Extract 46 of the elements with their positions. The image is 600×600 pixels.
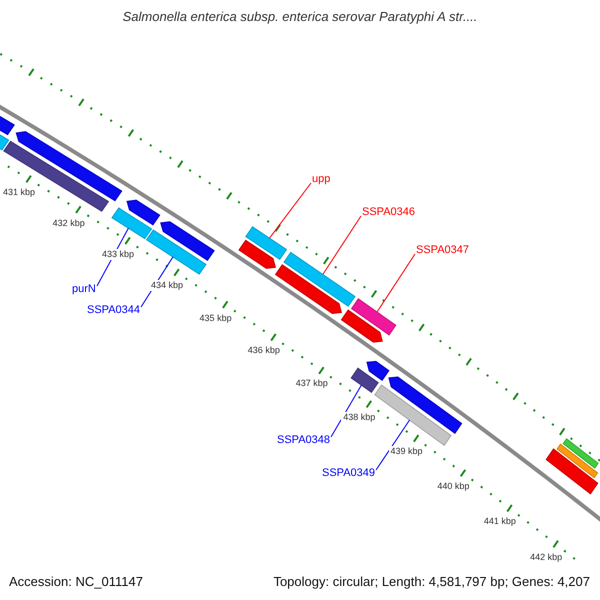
gene-bar [146, 229, 207, 275]
leader-line [376, 254, 416, 312]
accession-label: Accession: NC_011147 [9, 574, 143, 590]
gene-bar [556, 444, 598, 478]
gene-bar [546, 448, 598, 494]
gene-bar [340, 309, 383, 343]
scale-label: 438 kbp [341, 412, 378, 423]
gene-bar [3, 140, 110, 212]
gene-bar [366, 360, 390, 382]
scale-label: 435 kbp [198, 312, 234, 324]
gene-bar [160, 221, 215, 261]
gene-bar [350, 298, 396, 336]
gene-bar [126, 200, 160, 226]
gene-label: upp [312, 173, 330, 186]
scale-label: 432 kbp [50, 218, 87, 228]
gene-bar [562, 438, 599, 469]
scale-label: 440 kbp [435, 481, 472, 492]
scale-label: 439 kbp [388, 446, 425, 458]
gene-label: SSPA0347 [416, 244, 470, 258]
gene-label: SSPA0349 [322, 467, 376, 480]
gene-bar [350, 368, 379, 394]
gene-label: SSPA0346 [362, 206, 416, 220]
gene-bar [111, 207, 152, 240]
gene-bar [245, 226, 288, 260]
genome-info: Topology: circular; Length: 4,581,797 bp; Genes: 4,207 [273, 574, 590, 590]
gene-bar [283, 252, 356, 307]
leader-line [376, 419, 410, 470]
gene-bar [16, 131, 122, 202]
gene-label: purN [72, 283, 96, 296]
gene-label: SSPA0348 [277, 434, 330, 448]
leader-line [269, 182, 312, 239]
gene-bar [388, 376, 462, 434]
gene-bar [274, 264, 342, 314]
gene-label: SSPA0344 [87, 304, 140, 318]
scale-label: 433 kbp [100, 248, 136, 260]
gene-bar [374, 384, 452, 446]
scale-label: 431 kbp [1, 186, 38, 198]
leader-line [330, 384, 362, 438]
gene-bar [238, 240, 276, 269]
scale-label: 441 kbp [482, 516, 518, 528]
map-title: Salmonella enterica subsp. enterica serovar Paratyphi A str.... [122, 9, 478, 25]
leader-line [322, 216, 362, 275]
scale-label: 437 kbp [294, 378, 330, 390]
scale-label: 442 kbp [528, 552, 564, 563]
scale-label: 436 kbp [246, 345, 282, 356]
scale-label: 434 kbp [148, 280, 185, 292]
